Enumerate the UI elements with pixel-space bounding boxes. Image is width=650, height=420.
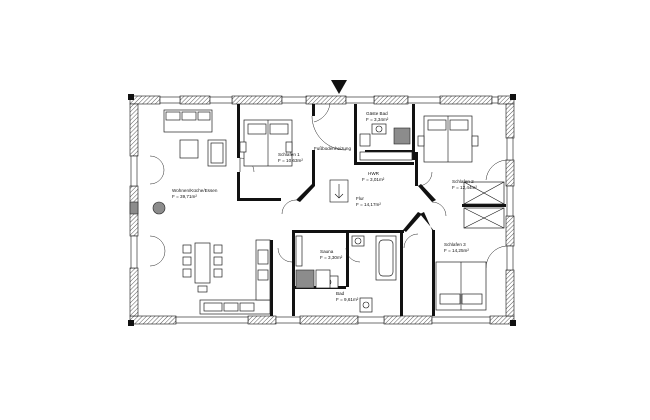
room-label-schlafen-3: Schlafen 3 [444,242,466,247]
room-area-sauna: F = 3,30m² [320,255,343,260]
room-label-gaeste-bad: Gäste Bad [366,111,388,116]
room-label-sauna: Sauna [320,249,334,254]
living-furniture [129,109,271,315]
room-label-flur: Flur [356,196,364,201]
plant-icon [152,201,166,215]
dining-table [194,242,211,284]
annotation-fussbodenheizung: Fußbodenheizung [314,146,351,151]
sauna-heater [295,269,315,289]
room-area-hwr: F = 3,01m² [362,177,385,182]
room-label-bad: Bad [336,291,345,296]
shower-gaeste-bad [393,127,411,145]
bath-fixtures [295,123,413,313]
room-area-wohnen: F = 39,71m² [172,194,197,199]
beds [239,115,505,311]
toilet-bad [359,297,373,313]
hwr-shelf [359,151,413,161]
room-label-hwr: HWR [368,171,380,176]
room-label-schlafen-1: Schlafen 1 [278,152,300,157]
room-area-schlafen-3: F = 14,25m² [444,248,469,253]
room-area-schlafen-2: F = 12,44m² [452,185,477,190]
toilet-gaeste-bad [371,123,387,135]
entrance-triangle-icon [331,80,347,94]
room-label-wohnen: Wohnen/Küche/Essen [172,188,218,193]
down-arrow-icon [329,179,349,203]
outer-walls [128,94,516,326]
coffee-table [179,139,199,159]
room-label-schlafen-2: Schlafen 2 [452,179,474,184]
room-labels: Wohnen/Küche/Essen F = 39,71m² Schlafen … [172,111,477,302]
room-area-flur: F = 14,17m² [356,202,381,207]
room-area-bad: F = 9,61m² [336,297,359,302]
room-area-schlafen-1: F = 10,63m² [278,158,303,163]
room-area-gaeste-bad: F = 3,34m² [366,117,389,122]
